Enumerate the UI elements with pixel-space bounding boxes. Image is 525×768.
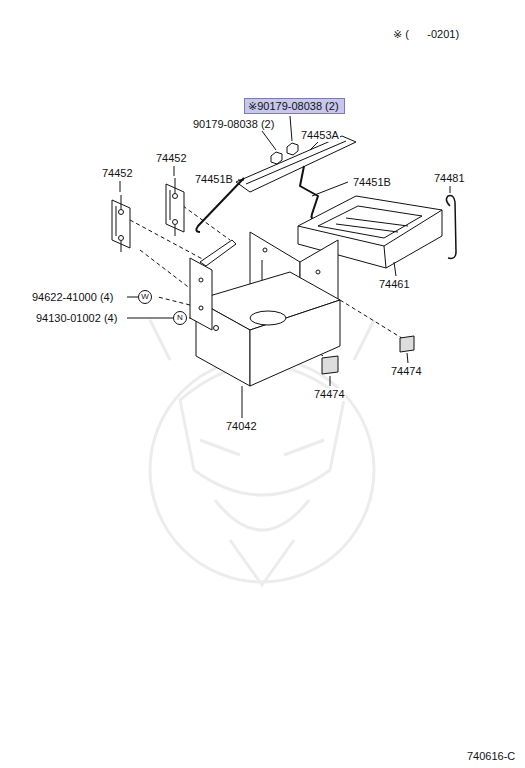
part-number: 90179-08038 (2) [192,118,275,131]
part-number: 74452 [155,152,188,165]
part-number: 74481 [433,172,466,185]
applicability-note: ※ ( -0201) [392,28,460,41]
bracket [112,178,184,252]
nut [271,143,298,164]
part-number: 74042 [225,420,258,433]
part-number: 74453A [300,129,340,142]
figure-code: 740616-C [466,750,516,763]
part-number: 94130-01002 (4) [35,312,118,325]
clip [446,196,456,259]
part-number: 94622-41000 (4) [31,291,114,304]
node-text: ※90179-08038 (2) [248,100,339,112]
leader-line [120,116,450,418]
part-number: 74452 [101,167,134,180]
battery-tray [190,232,340,386]
node-text: N [177,313,183,323]
node-text: W [141,292,149,302]
symbol-circle: W [138,290,152,304]
symbol-circle: N [173,311,187,325]
part-number: 74461 [378,278,411,291]
part-number: 74451B [194,173,234,186]
part-number: 74451B [352,176,392,189]
part-number: 74474 [313,388,346,401]
highlighted-part-number: ※90179-08038 (2) [244,98,345,114]
hold-down-bar [236,136,356,192]
part-number: 74474 [390,365,423,378]
